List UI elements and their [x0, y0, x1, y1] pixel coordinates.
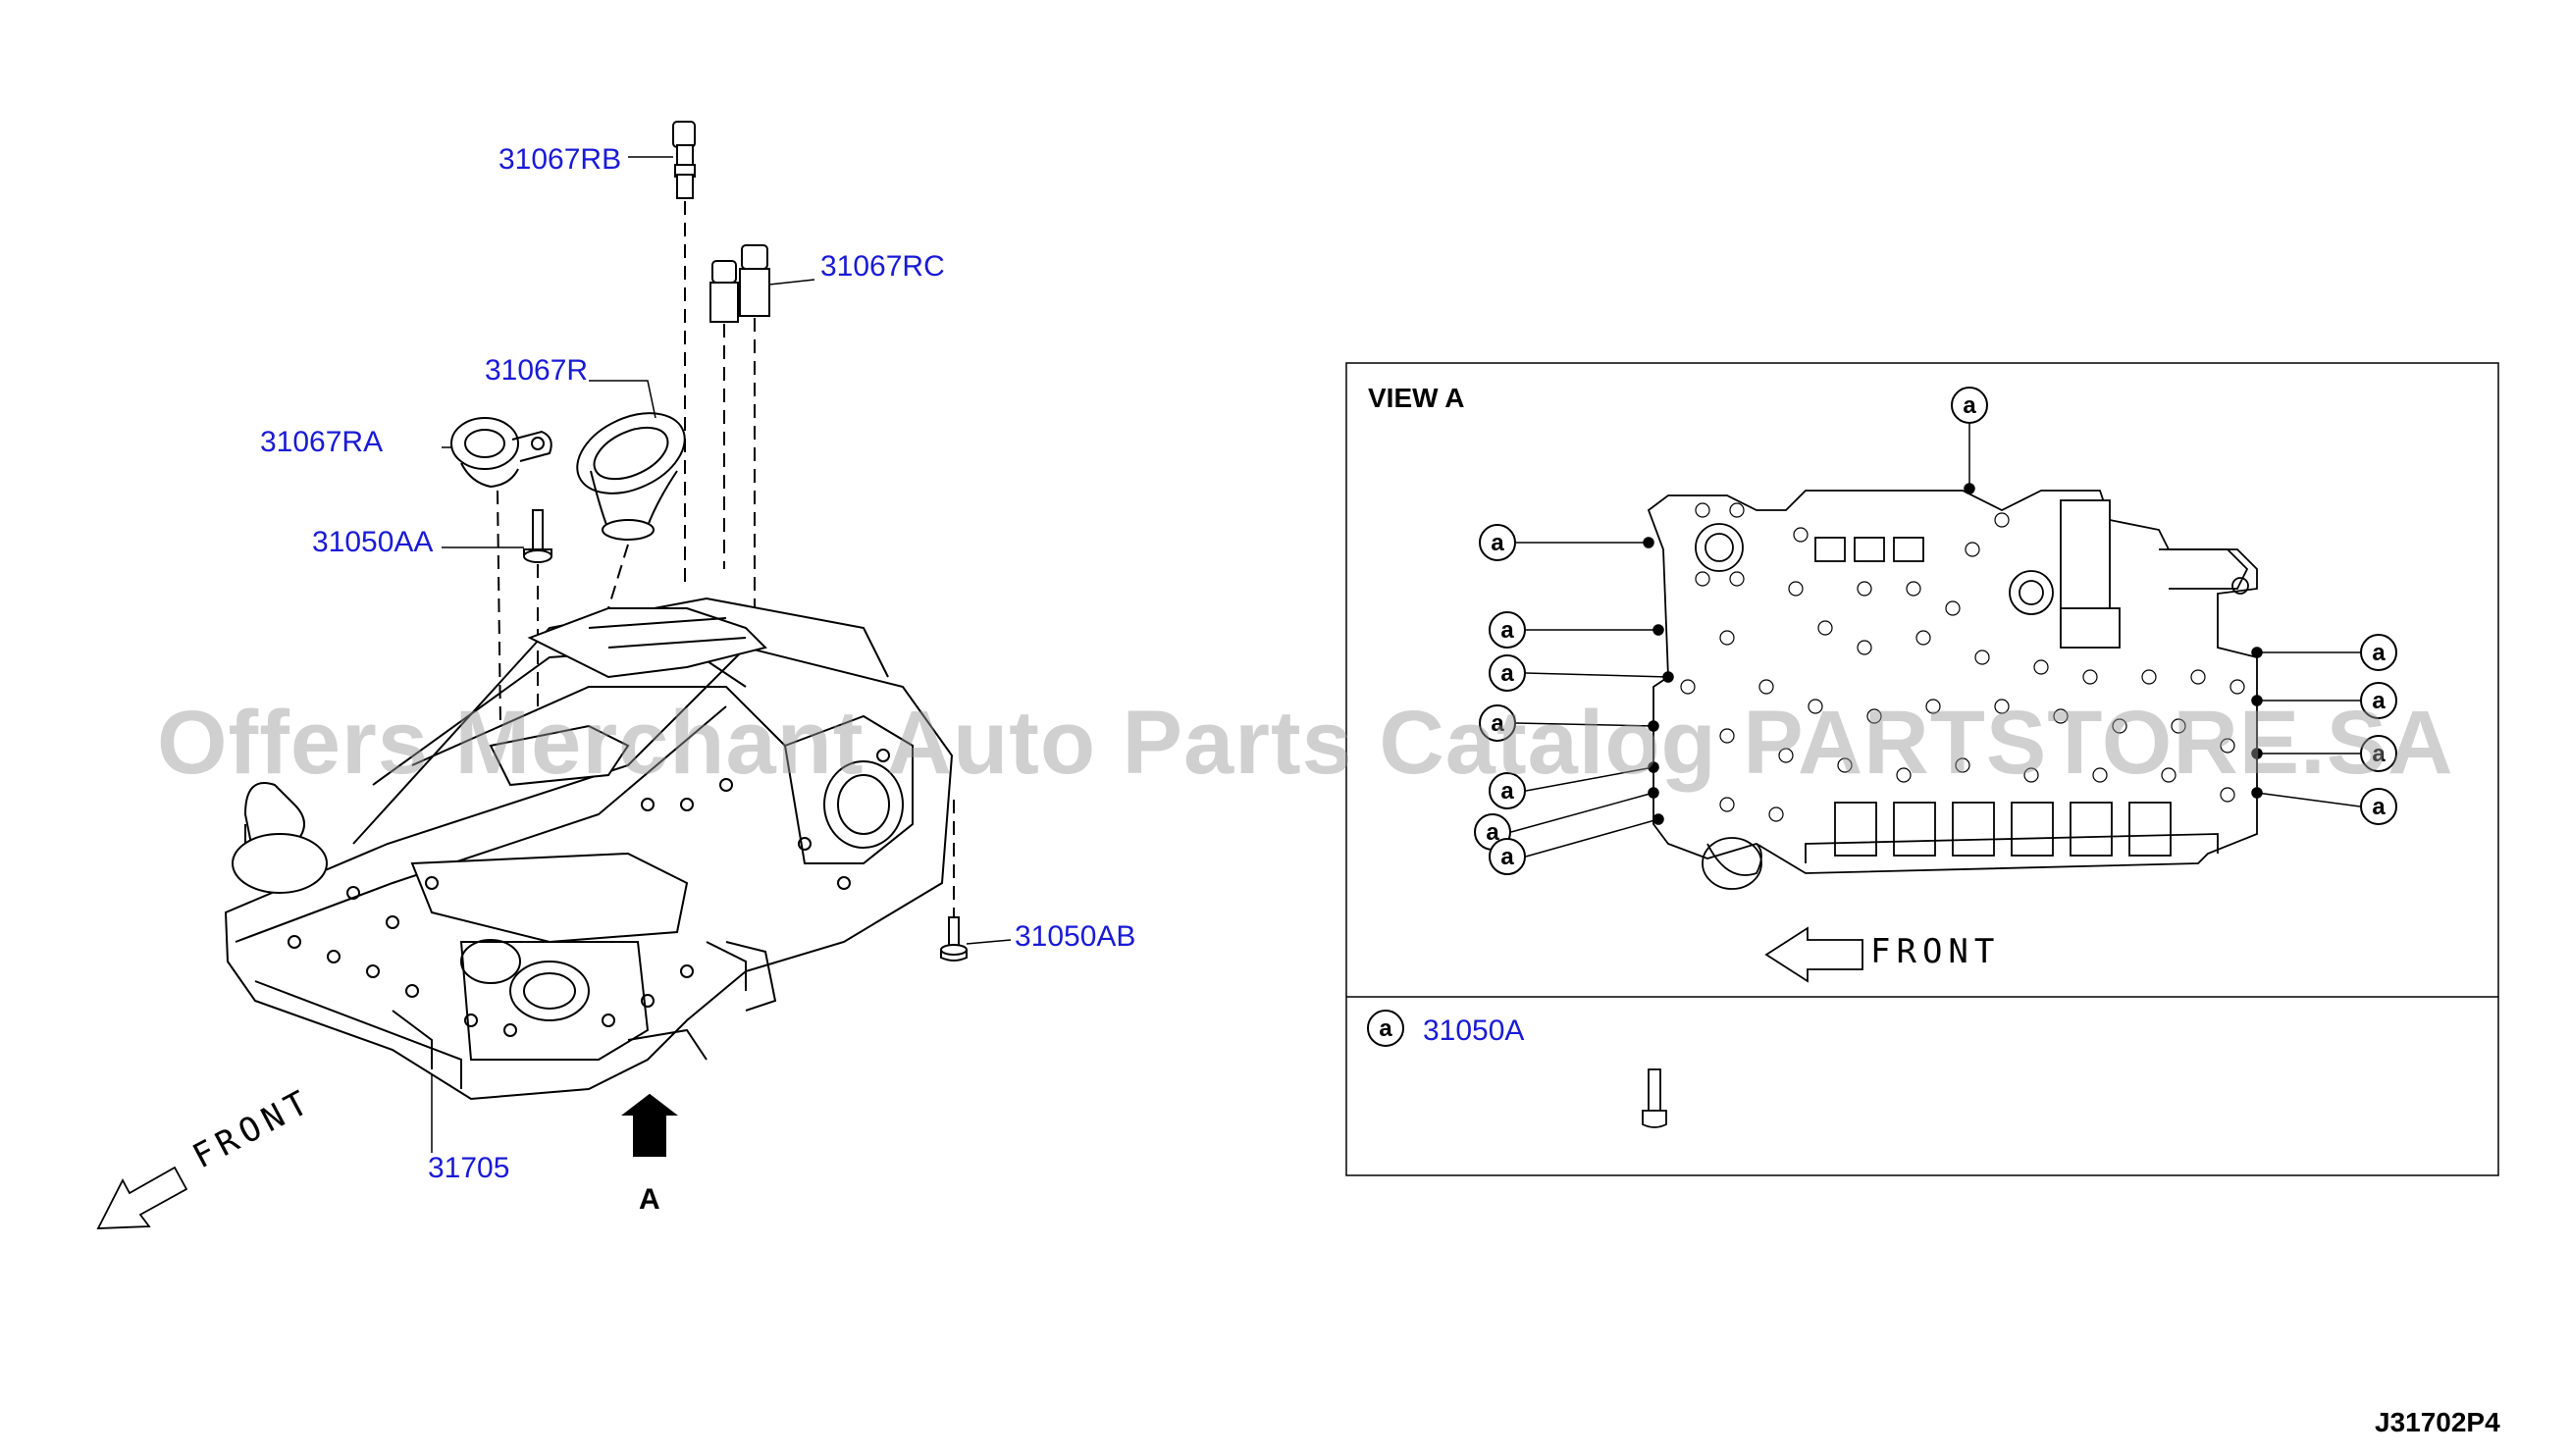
part-label-31067rc[interactable]: 31067RC: [820, 250, 945, 283]
view-a-arrow-label: A: [639, 1183, 660, 1216]
callout-circle: [1489, 611, 1526, 649]
bolt-31050aa-drawing: [523, 509, 552, 706]
part-label-31705[interactable]: 31705: [428, 1152, 510, 1184]
callout-letter: a: [2372, 640, 2386, 666]
callout-letter: a: [2372, 688, 2386, 714]
callout-letter: a: [1500, 844, 1514, 870]
leader-dots: [1643, 483, 2263, 825]
fitting-31067ra-drawing: [450, 417, 552, 727]
callout-letter: a: [1500, 660, 1514, 687]
callout-circle: [1951, 387, 1988, 424]
callout-circle: [1479, 704, 1516, 742]
callout-circle: [2360, 634, 2397, 671]
view-a-plate-drawing: [1647, 490, 2258, 890]
callout-circle: [2360, 735, 2397, 772]
callout-circle: [2360, 788, 2397, 825]
callout-circle: [2360, 682, 2397, 719]
front-arrow-right: [1764, 926, 1863, 983]
front-arrow-left: [96, 1166, 188, 1229]
part-label-31050a[interactable]: 31050A: [1423, 1014, 1525, 1047]
part-label-31067rb[interactable]: 31067RB: [498, 143, 622, 176]
valve-holes: [288, 749, 890, 1037]
view-a-solenoids: [1814, 537, 2172, 857]
part-label-31067ra[interactable]: 31067RA: [260, 426, 384, 458]
callout-circle: [1489, 772, 1526, 809]
callout-letter: a: [1486, 819, 1499, 846]
pin-31067rc-drawing: [709, 244, 770, 608]
callout-letter: a: [1500, 617, 1514, 644]
control-valve-body-drawing: [224, 597, 954, 1101]
diagram-code: J31702P4: [2375, 1407, 2500, 1437]
callout-circle: [1489, 838, 1526, 875]
bolt-31050ab-drawing: [940, 800, 968, 962]
front-label-right: FRONT: [1870, 932, 2001, 971]
leader-lines-left: [431, 156, 1012, 1153]
callout-letter: a: [1491, 710, 1504, 737]
view-a-leaders: [1510, 424, 2361, 858]
pin-31067rb-drawing: [672, 121, 696, 589]
callout-letter: a: [1491, 530, 1504, 556]
callout-letter: a: [2372, 794, 2386, 820]
elbow-31067r-drawing: [576, 412, 686, 609]
part-label-31050aa[interactable]: 31050AA: [312, 526, 434, 558]
callout-letter: a: [2372, 741, 2386, 767]
callout-letter: a: [1963, 392, 1976, 419]
part-label-31050ab[interactable]: 31050AB: [1015, 920, 1136, 953]
view-a-bolt-heads: [1680, 502, 2245, 822]
view-a-arrow: [621, 1093, 678, 1157]
callout-letter: a: [1379, 1015, 1392, 1042]
callout-circle: [1489, 654, 1526, 692]
bolt-31050a-drawing: [1642, 1068, 1667, 1128]
callout-letter: a: [1500, 778, 1514, 805]
callout-circle: [1367, 1010, 1404, 1047]
view-a-panel: [1345, 362, 2499, 1176]
part-label-31067r[interactable]: 31067R: [485, 354, 589, 387]
callout-circle: [1479, 524, 1516, 561]
view-a-title: VIEW A: [1368, 383, 1465, 413]
